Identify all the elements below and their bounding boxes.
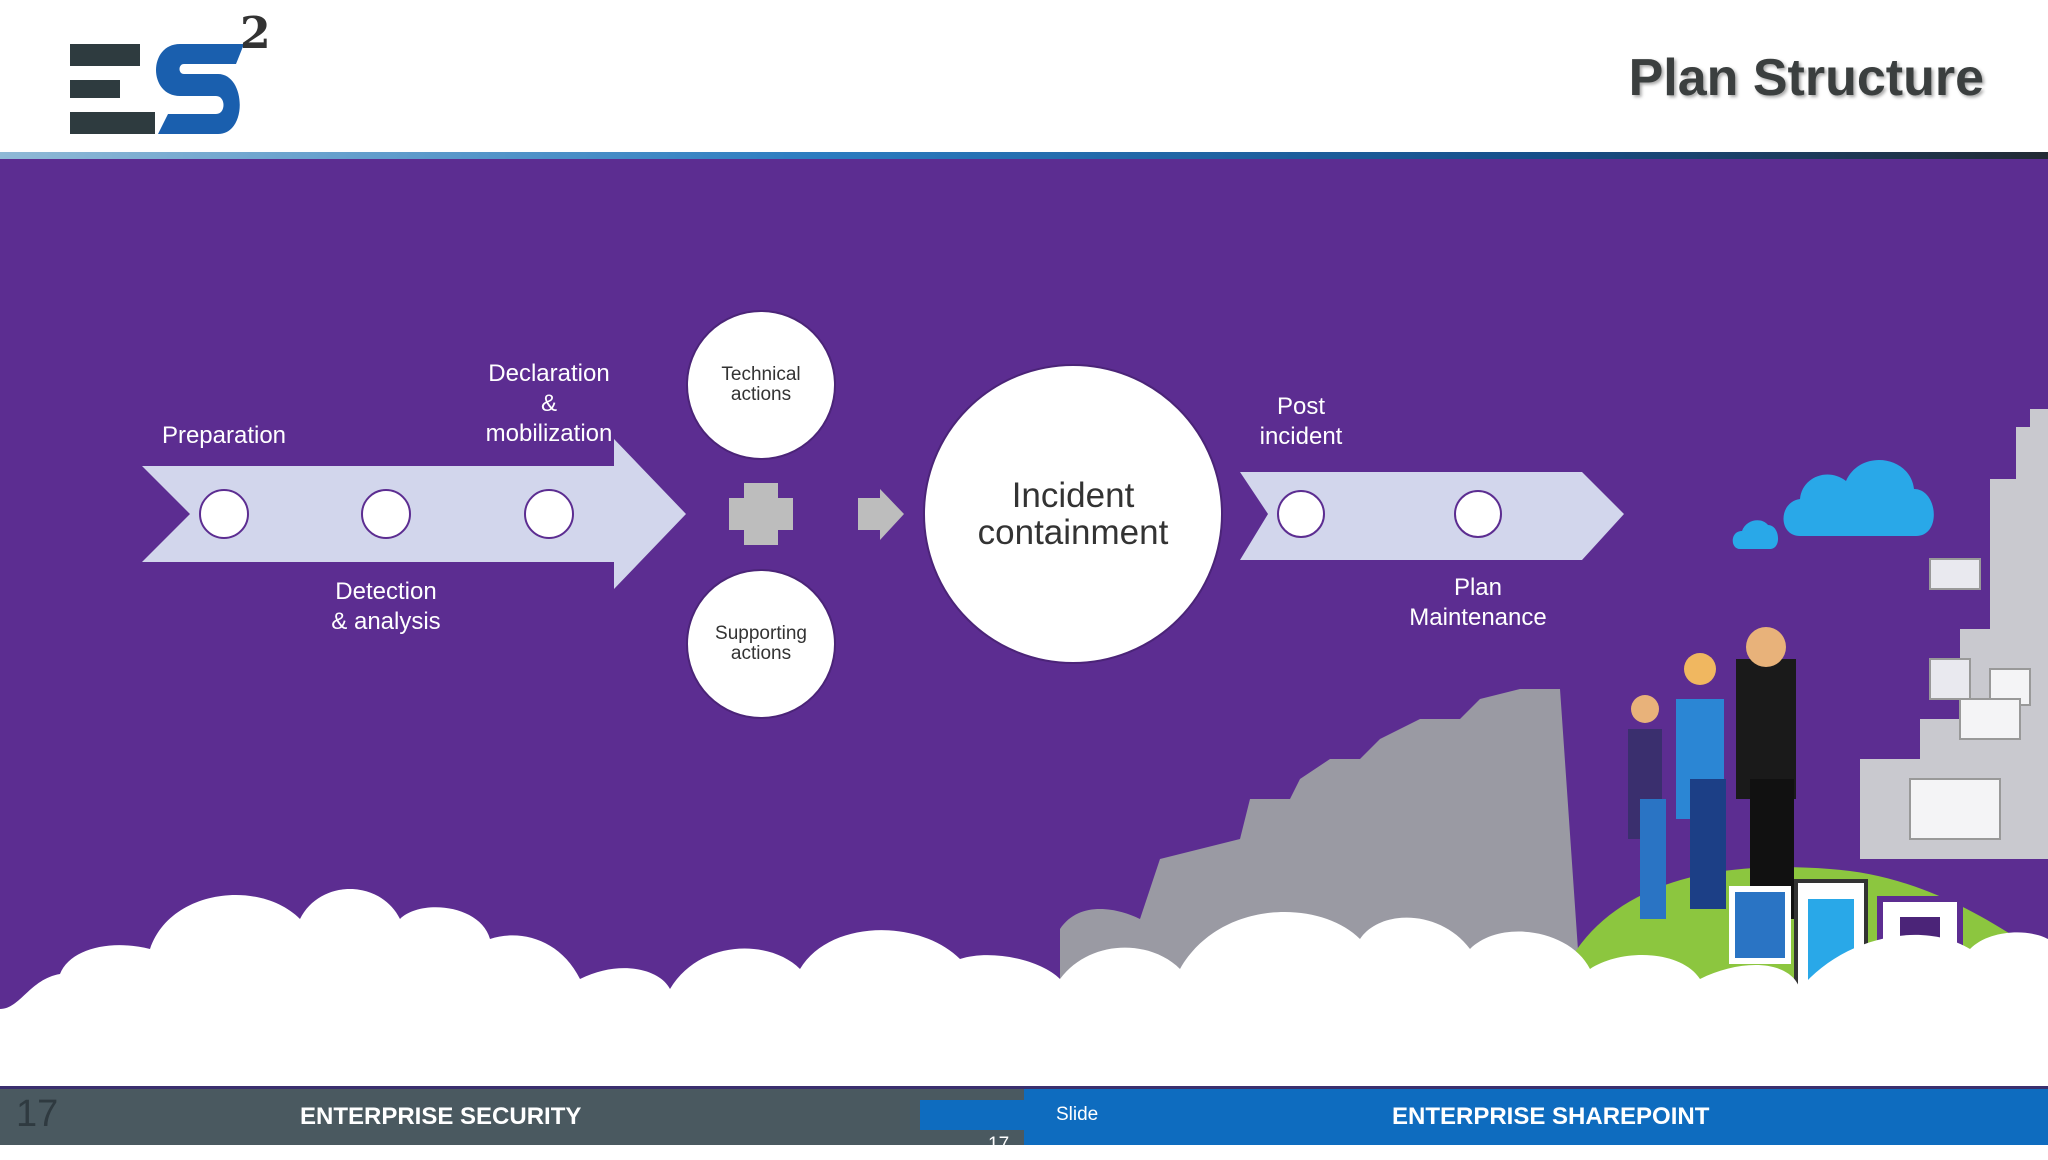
buildings-illustration — [1860, 409, 2048, 859]
people-illustration — [1628, 627, 1796, 919]
slide-number: 17 — [16, 1093, 59, 1135]
incident-containment-circle — [923, 364, 1223, 664]
right-arrow-icon — [858, 489, 904, 540]
footer-left-text: ENTERPRISE SECURITY — [300, 1103, 582, 1130]
slide-header: 2 Plan Structure — [0, 0, 2048, 159]
post-incident-node — [1277, 490, 1325, 538]
post-incident-label: Post incident — [1259, 393, 1343, 450]
detection-label: Detection & analysis — [331, 578, 441, 635]
slide-footer: 17 ENTERPRISE SECURITY ENTERPRISE SHAREP… — [0, 1084, 2048, 1155]
diagram-stage: Preparation Declaration & mobilization D… — [0, 159, 2048, 1084]
header-divider — [0, 152, 2048, 159]
slide-label: Slide 17 — [920, 1100, 1098, 1155]
preparation-label: Preparation — [161, 422, 287, 449]
logo-superscript: 2 — [240, 8, 271, 59]
technical-actions-label: Technical actions — [721, 364, 801, 405]
detection-node — [361, 489, 411, 539]
technical-actions-circle — [686, 310, 836, 460]
slide-label-text: Slide 17 — [988, 1104, 1099, 1155]
footer-left-band: 17 ENTERPRISE SECURITY — [0, 1086, 1024, 1145]
es2-logo — [70, 44, 244, 134]
page-title: Plan Structure — [1628, 49, 1984, 107]
incident-containment-label: Incident containment — [977, 476, 1169, 552]
footer-right-text: ENTERPRISE SHAREPOINT — [1392, 1103, 1710, 1130]
diagram-graphics — [0, 310, 2048, 1084]
declaration-node — [524, 489, 574, 539]
phase-one-arrow — [142, 439, 686, 589]
plus-icon — [729, 483, 793, 545]
bottom-clouds — [0, 889, 2048, 1084]
plan-maintenance-node — [1454, 490, 1502, 538]
supporting-actions-circle — [686, 569, 836, 719]
footer-right-band: ENTERPRISE SHAREPOINT — [1024, 1086, 2048, 1145]
cloud-icon — [1732, 459, 1934, 549]
declaration-label: Declaration & mobilization — [485, 360, 613, 447]
plan-maintenance-label: Plan Maintenance — [1409, 574, 1547, 631]
post-phase-arrow — [1240, 472, 1624, 560]
supporting-actions-label: Supporting actions — [715, 623, 807, 664]
preparation-node — [199, 489, 249, 539]
crowd-illustration — [1060, 689, 1580, 979]
